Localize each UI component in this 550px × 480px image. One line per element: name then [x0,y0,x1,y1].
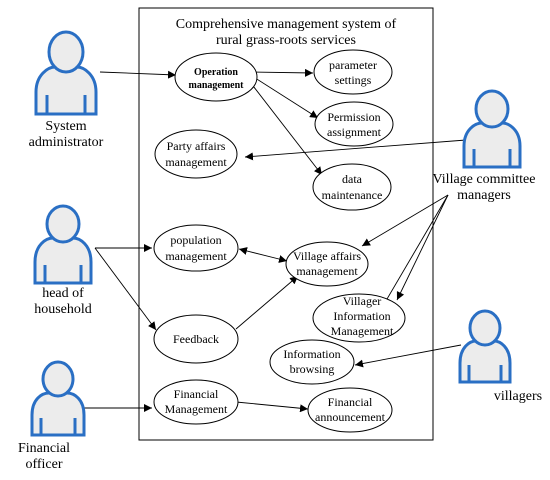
user-icon [33,204,93,285]
use-case-operation-management: Operation management [174,52,258,102]
parameter-settings-line-1: parameter [329,58,377,72]
village-committee-line-2: managers [457,188,511,203]
financial-officer-line-2: officer [25,457,62,472]
villagers-label: villagers [494,389,542,404]
use-case-data-maintenance: data maintenance [312,163,392,211]
assoc-operation-permission [251,75,319,119]
assoc-operation-datamaint [249,81,323,176]
operation-management-line-1: Operation [194,67,238,78]
permission-assignment-line-1: Permission [327,110,380,124]
actor-system-administrator: System administrator [29,30,104,150]
use-case-party-affairs-management: Party affairs management [154,129,238,179]
data-maintenance-line-2: maintenance [322,188,383,202]
user-icon [30,360,86,437]
assoc-committee-party [244,139,467,161]
system-title-line-1: Comprehensive management system of [176,17,397,32]
population-management-line-2: management [165,249,227,263]
permission-assignment-line-2: assignment [327,125,382,139]
party-affairs-line-1: Party affairs [167,139,226,153]
assoc-admin-operation [99,70,177,79]
feedback-label: Feedback [173,332,219,346]
financial-management-line-1: Financial [174,387,219,401]
system-administrator-line-1: System [45,119,86,134]
information-browsing-line-1: Information [283,347,340,361]
use-case-feedback: Feedback [153,314,239,364]
financial-management-line-2: Management [165,402,228,416]
party-affairs-line-2: management [165,155,227,169]
system-boundary [138,7,434,441]
parameter-settings-line-2: settings [335,73,372,87]
operation-management-line-2: management [189,80,245,91]
use-case-information-browsing: Information browsing [269,339,355,385]
financial-announcement-line-2: announcement [315,410,386,424]
assoc-population-villageaffairs [238,247,288,263]
associations [84,68,467,413]
population-management-line-1: population [170,233,221,247]
use-case-parameter-settings: parameter settings [313,49,393,95]
use-case-financial-announcement: Financial announcement [307,387,393,433]
financial-announcement-line-1: Financial [328,395,373,409]
use-case-financial-management: Financial Management [153,379,239,425]
head-of-household-line-1: head of [42,286,84,301]
assoc-villagers-infobrowsing [354,344,462,368]
villager-info-line-1: Villager [343,294,382,308]
assoc-operation-parameter [251,68,314,77]
use-case-population-management: population management [153,224,239,272]
assoc-committee-villageaffairs [361,194,449,247]
system-administrator-line-2: administrator [29,135,104,150]
use-case-villager-information-management: Villager Information Management [312,293,406,343]
assoc-finmgmt-announcement [235,401,309,413]
village-committee-line-1: Village committee [433,172,536,187]
data-maintenance-line-1: data [342,172,363,186]
user-icon [34,30,98,116]
actor-villagers: villagers [458,309,542,404]
actor-financial-officer: Financial officer [18,360,86,472]
assoc-feedback-villageaffairs [235,275,299,330]
use-case-village-affairs-management: Village affairs management [285,241,369,287]
system-title-line-2: rural grass-roots services [216,33,356,48]
actor-village-committee-managers: Village committee managers [433,89,536,203]
villager-info-line-2: Information [333,309,390,323]
information-browsing-line-2: browsing [290,362,335,376]
villager-info-line-3: Management [331,324,394,338]
actor-head-of-household: head of household [33,204,93,317]
village-affairs-line-1: Village affairs [293,249,361,263]
financial-officer-line-1: Financial [18,441,70,456]
assoc-committee-villagerinfo [396,194,449,301]
use-case-permission-assignment: Permission assignment [314,101,394,147]
head-of-household-line-2: household [34,302,92,317]
village-affairs-line-2: management [296,264,358,278]
user-icon [462,89,522,169]
user-icon [458,309,512,384]
assoc-household-feedback [94,247,157,331]
